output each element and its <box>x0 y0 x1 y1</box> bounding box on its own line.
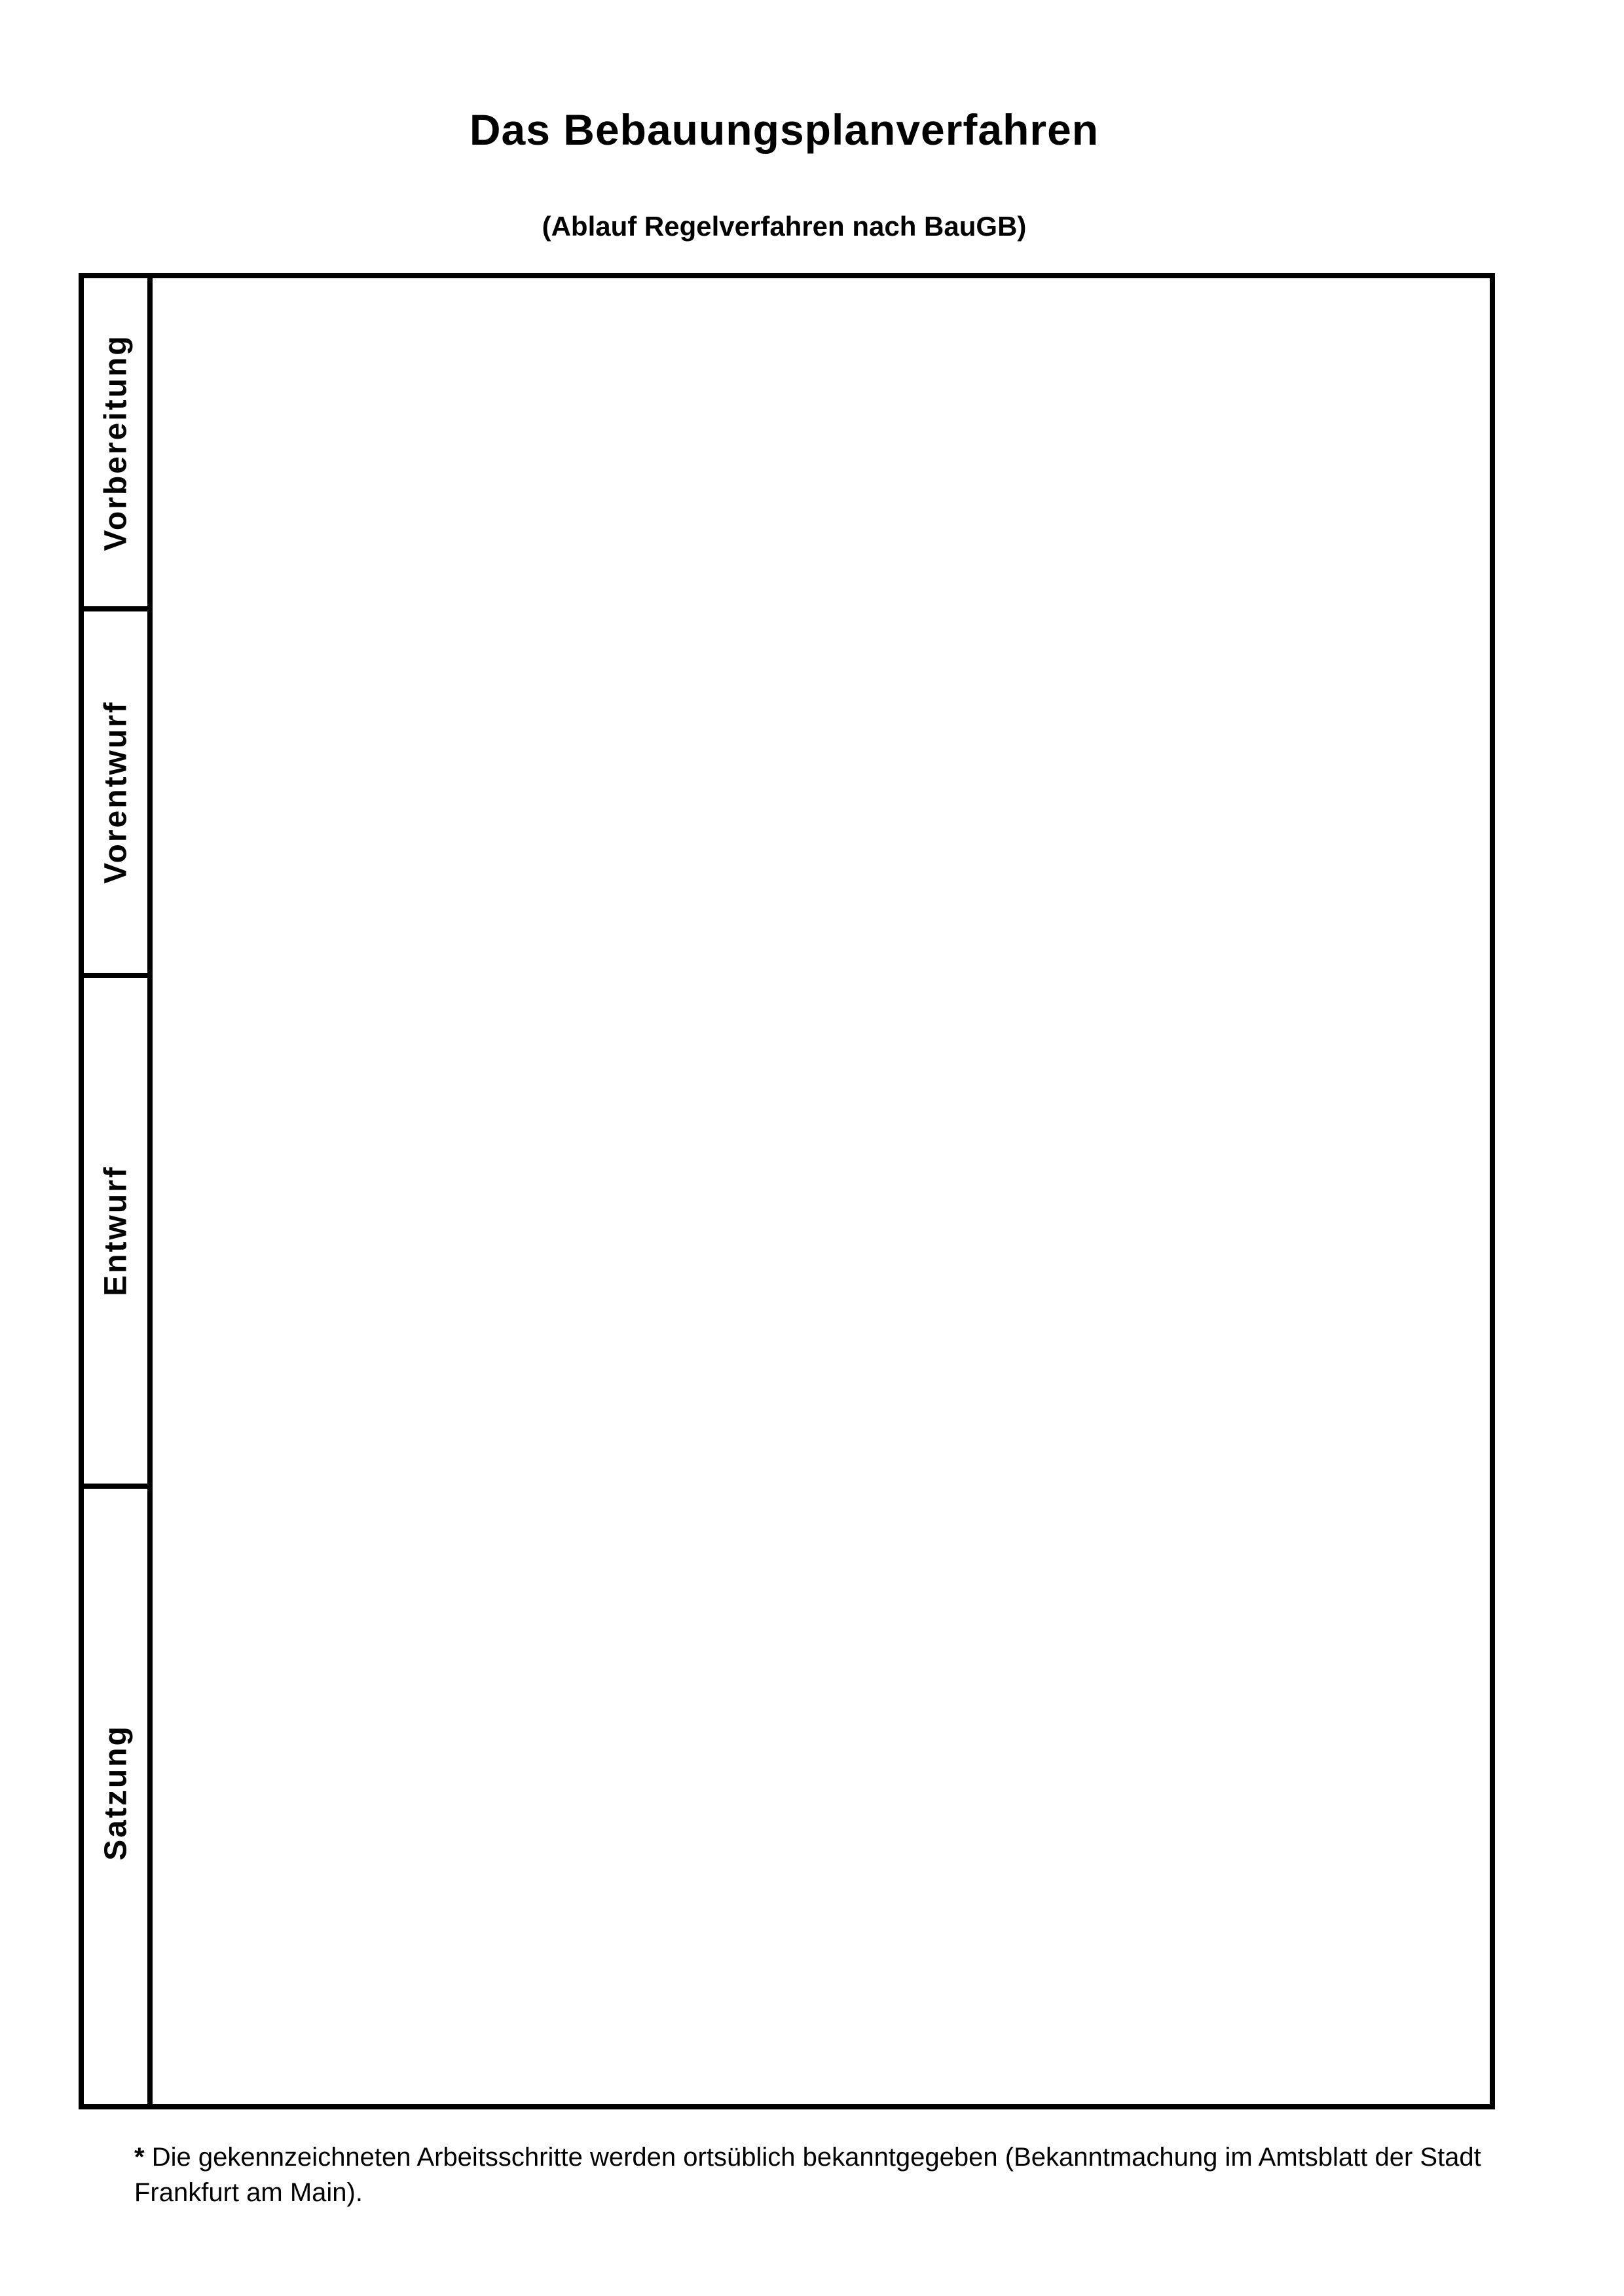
footnote: * Die gekennzeichneten Arbeitsschritte w… <box>134 2140 1516 2210</box>
phase-separator-line <box>79 973 153 978</box>
phase-label: Vorbereitung <box>98 333 133 551</box>
phase-label: Satzung <box>98 1724 133 1861</box>
phase-separator-line <box>79 606 153 611</box>
label-column-divider <box>147 273 153 2109</box>
phase-label-cell-entwurf: Entwurf <box>84 978 147 1484</box>
phase-label: Vorentwurf <box>98 701 133 884</box>
phase-label-cell-vorentwurf: Vorentwurf <box>84 611 147 973</box>
phase-separator-line <box>79 1484 153 1489</box>
phase-label-cell-vorbereitung: Vorbereitung <box>84 278 147 606</box>
phase-label-cell-satzung: Satzung <box>84 1489 147 2096</box>
page-subtitle: (Ablauf Regelverfahren nach BauGB) <box>542 211 1027 242</box>
footnote-text: Die gekennzeichneten Arbeitsschritte wer… <box>134 2143 1481 2207</box>
footnote-asterisk: * <box>134 2143 145 2172</box>
page-title: Das Bebauungsplanverfahren <box>469 105 1099 154</box>
diagram-frame <box>79 273 1495 2109</box>
phase-label: Entwurf <box>98 1165 133 1296</box>
